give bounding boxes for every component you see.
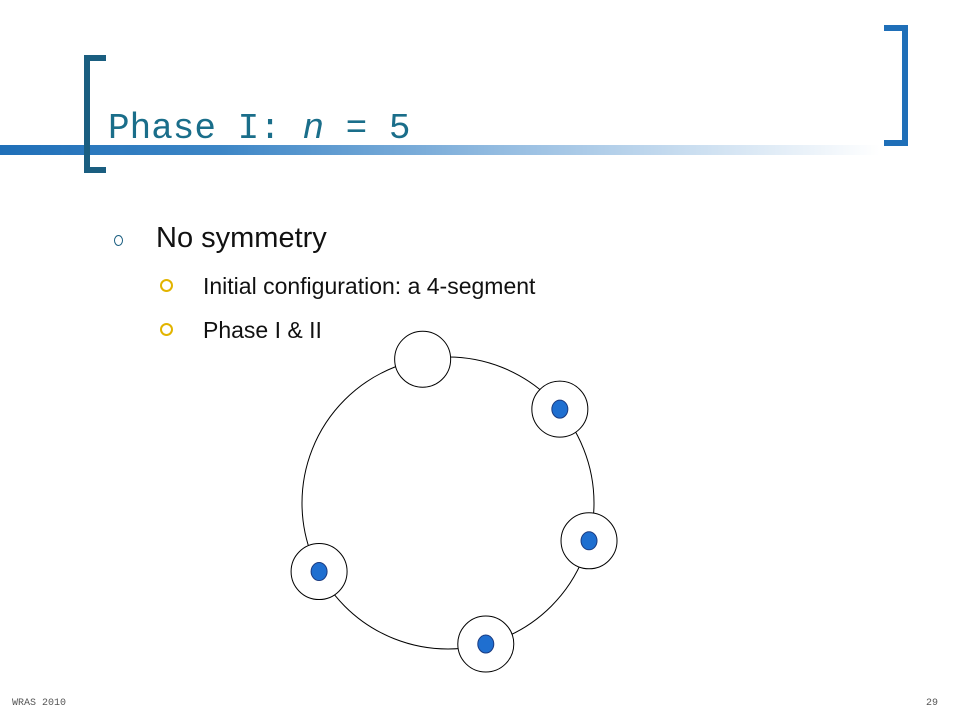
title-suffix: = 5 [324,108,411,149]
footer-conference: WRAS 2010 [12,698,67,709]
footer-page-number: 29 [925,698,938,709]
bullet-text: No symmetry [156,222,327,254]
slide-title: Phase I: n = 5 [108,106,410,152]
bullet-marker-icon [114,235,123,246]
left-bracket-decoration [84,55,106,173]
robot-dot [477,634,495,654]
robot-dot [310,562,328,582]
title-variable: n [302,108,325,149]
title-underline-gradient [0,145,880,155]
sub-bullet-text: Phase I & II [203,317,322,343]
right-bracket-decoration [884,25,908,146]
sub-bullet-marker-icon [160,279,173,292]
robot-dot [551,399,569,419]
robot-position-empty [394,330,452,388]
title-prefix: Phase I: [108,108,303,149]
robots-group [290,330,618,673]
sub-bullet-text: Initial configuration: a 4-segment [203,273,536,299]
robot-dot [580,531,598,551]
sub-bullet-marker-icon [160,323,173,336]
